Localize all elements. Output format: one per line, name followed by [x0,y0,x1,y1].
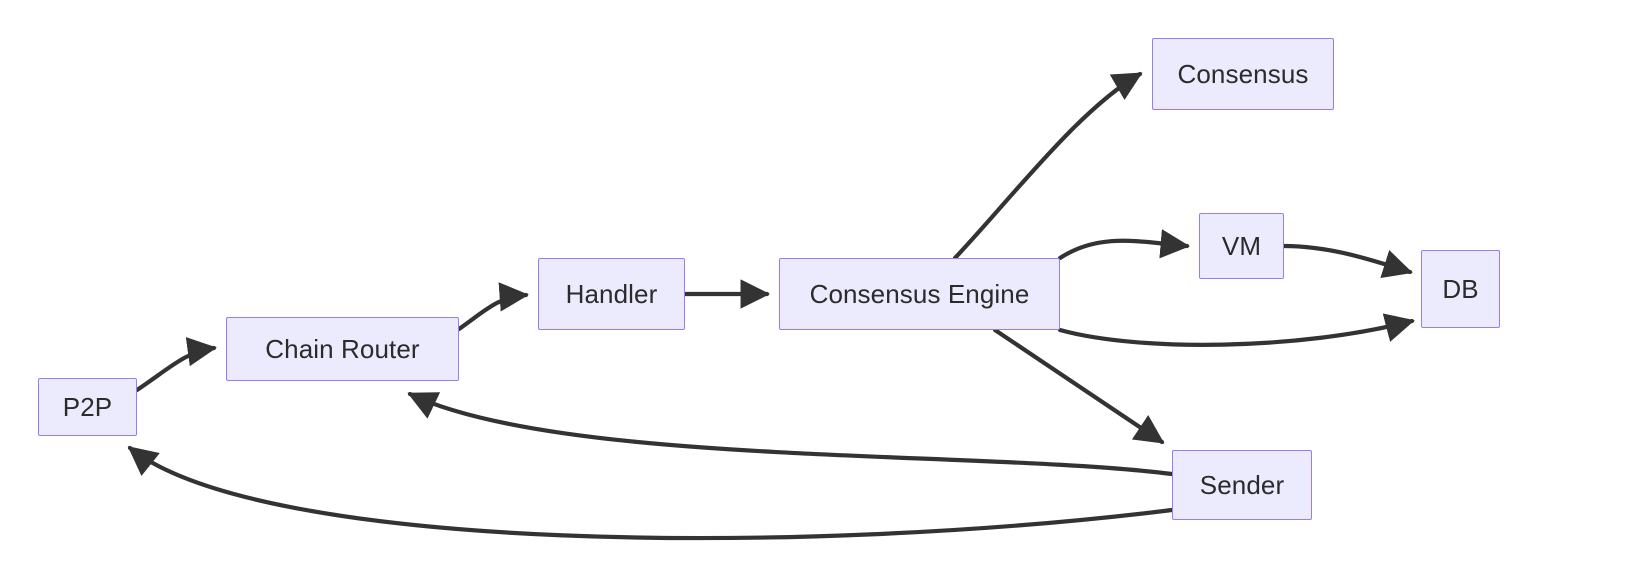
edge-p2p-to-chain-router [134,337,217,393]
edge-consensus-engine-to-consensus [952,71,1143,261]
node-consensus[interactable]: Consensus [1152,38,1334,110]
node-handler[interactable]: Handler [538,258,685,330]
node-consensus-engine-label: Consensus Engine [809,279,1030,309]
edge-consensus-engine-to-sender [992,327,1165,445]
node-sender[interactable]: Sender [1172,450,1312,520]
node-chain-router-label: Chain Router [265,334,420,364]
edge-consensus-engine-to-db [1057,313,1415,347]
edge-vm-to-db [1281,243,1413,279]
node-vm-label: VM [1221,231,1262,261]
node-consensus-engine[interactable]: Consensus Engine [779,258,1060,330]
node-db[interactable]: DB [1421,250,1500,328]
node-vm[interactable]: VM [1199,213,1284,279]
node-p2p-label: P2P [62,392,113,422]
node-db-label: DB [1442,274,1479,304]
node-p2p[interactable]: P2P [38,378,137,436]
node-consensus-label: Consensus [1177,59,1309,89]
node-chain-router[interactable]: Chain Router [226,317,459,381]
node-handler-label: Handler [565,279,658,309]
edge-consensus-engine-to-vm [1057,229,1190,261]
edge-chain-router-to-handler [456,282,529,332]
edge-sender-to-chain-router [407,391,1175,477]
node-sender-label: Sender [1199,470,1285,500]
edge-sender-to-p2p [127,445,1175,541]
